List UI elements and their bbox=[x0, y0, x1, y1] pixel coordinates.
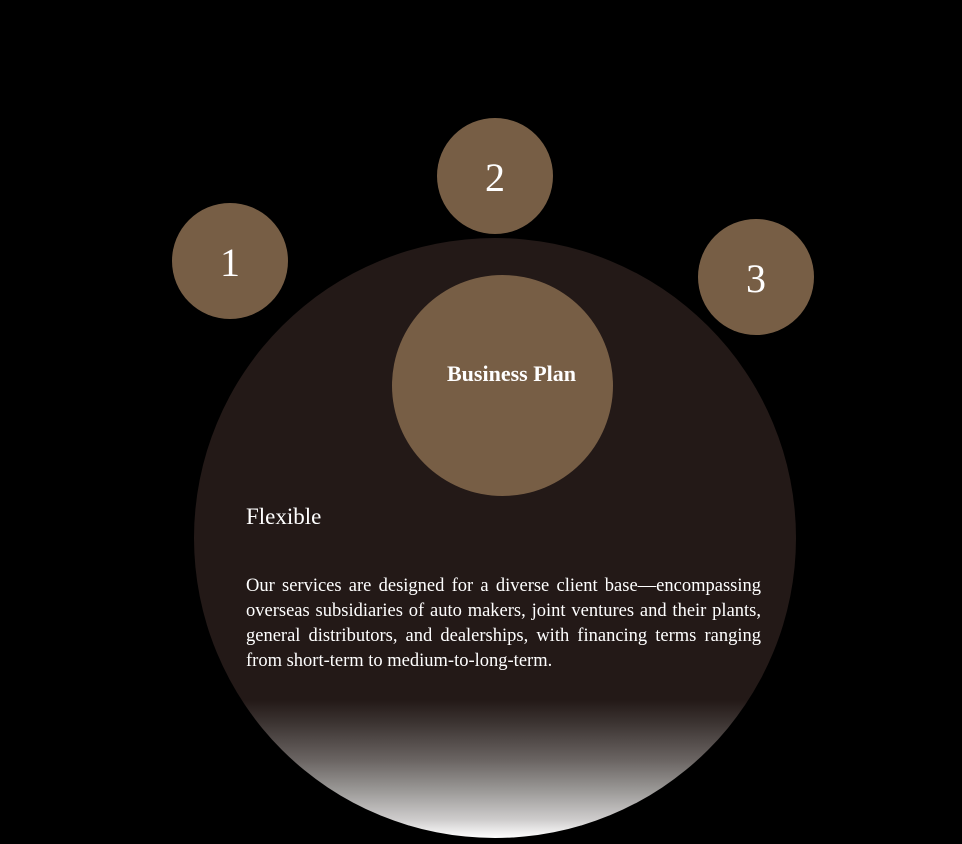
step-2-circle[interactable]: 2 bbox=[437, 118, 553, 234]
panel-body-text: Our services are designed for a diverse … bbox=[246, 576, 761, 671]
step-2-label: 2 bbox=[485, 154, 505, 200]
step-3-circle[interactable]: 3 bbox=[698, 219, 814, 335]
business-plan-circle: Business Plan bbox=[392, 275, 613, 496]
panel-heading: Flexible bbox=[246, 504, 322, 529]
step-3-label: 3 bbox=[746, 255, 766, 301]
step-1-label: 1 bbox=[220, 239, 240, 285]
step-1-circle[interactable]: 1 bbox=[172, 203, 288, 319]
business-plan-title: Business Plan bbox=[447, 361, 576, 386]
